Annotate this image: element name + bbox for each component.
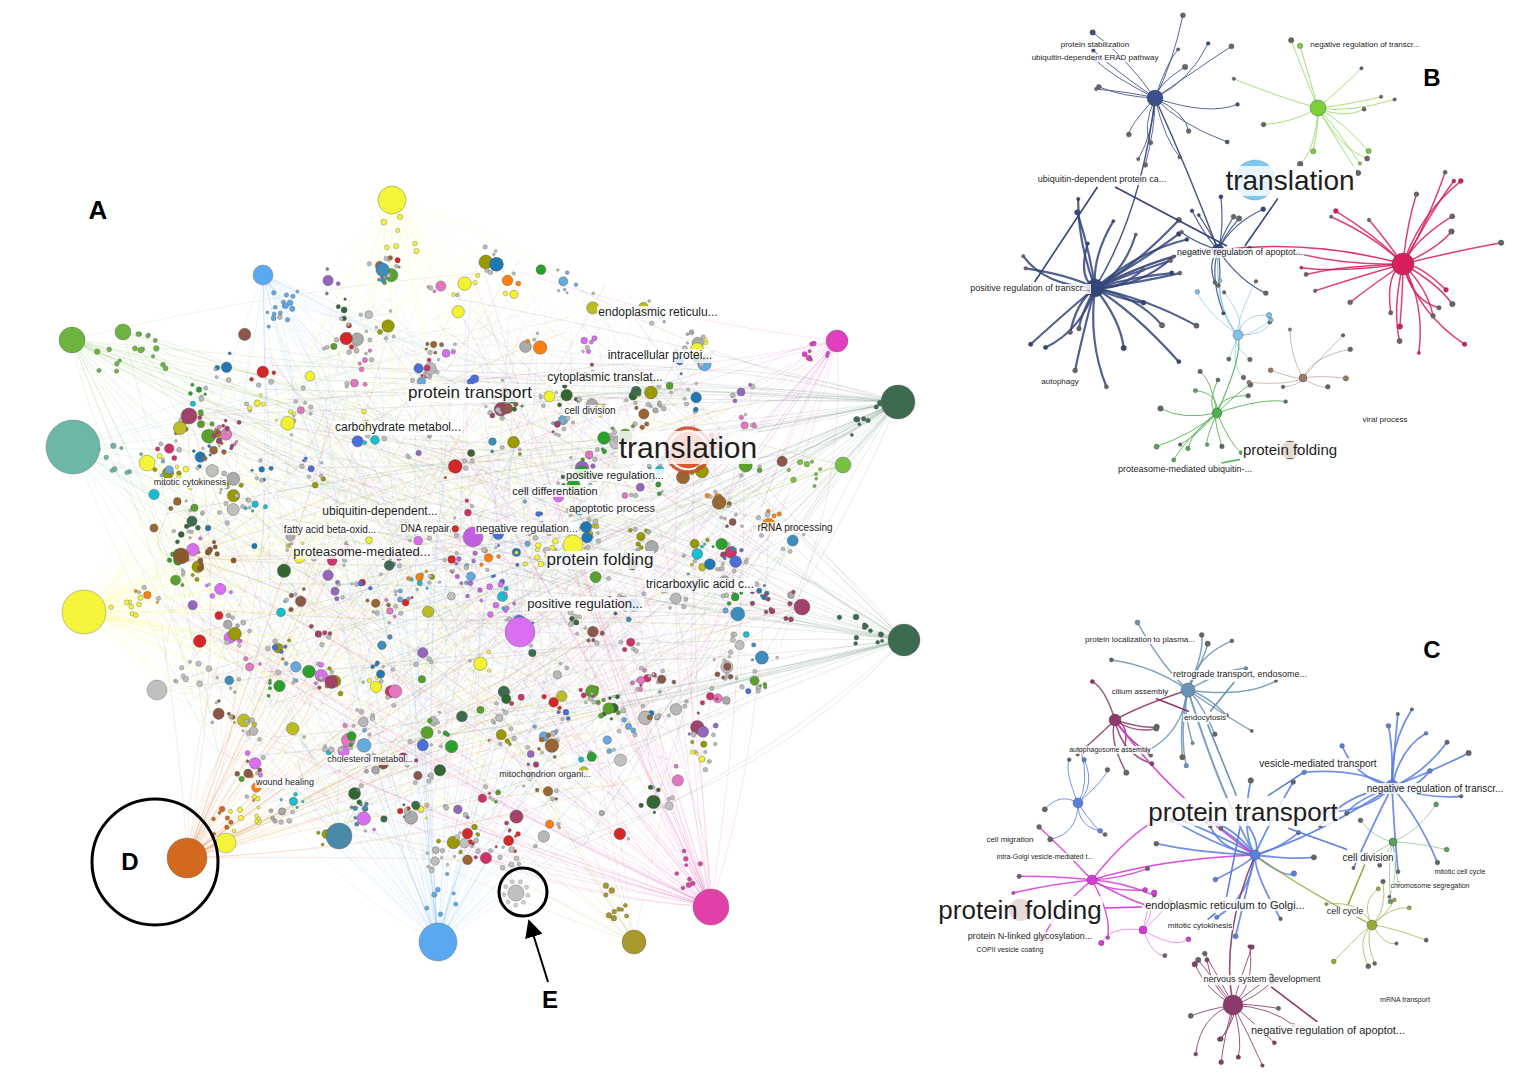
figure-canvas: translationprotein transportendoplasmic … bbox=[0, 0, 1535, 1084]
